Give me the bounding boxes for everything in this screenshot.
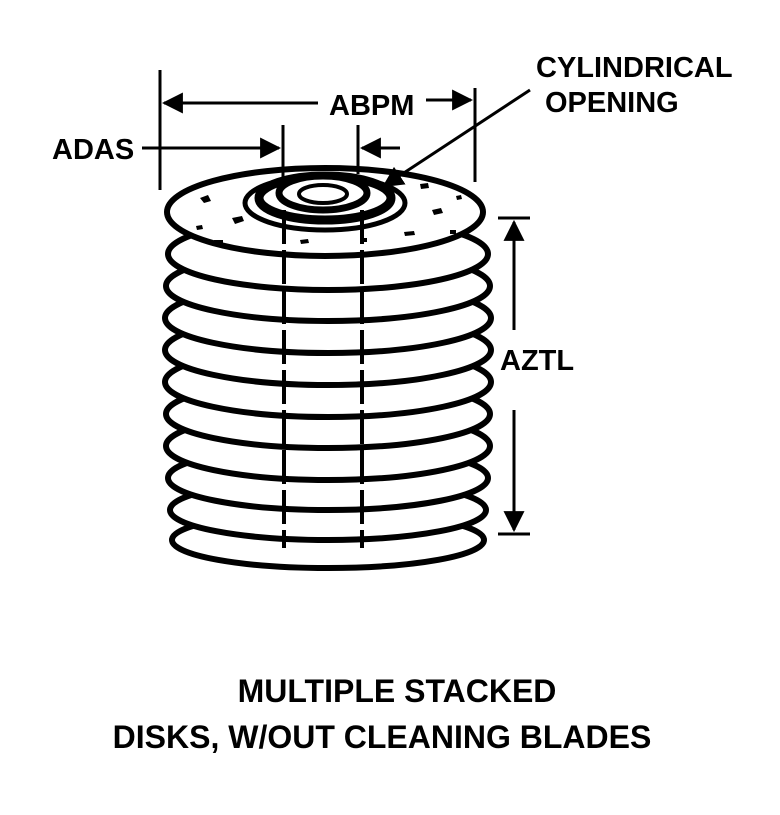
label-abpm: ABPM xyxy=(329,90,414,122)
label-cylindrical: CYLINDRICAL xyxy=(536,52,733,84)
bore-hidden-lines xyxy=(282,210,364,548)
caption-line-1: MULTIPLE STACKED xyxy=(238,673,557,709)
opening-leader xyxy=(382,88,531,188)
label-aztl: AZTL xyxy=(500,345,574,377)
aztl-dimension xyxy=(498,216,530,536)
caption-line-2: DISKS, W/OUT CLEANING BLADES xyxy=(113,719,652,755)
abpm-dimension xyxy=(158,70,477,190)
label-opening: OPENING xyxy=(545,87,679,119)
label-adas: ADAS xyxy=(52,134,134,166)
adas-dimension xyxy=(142,125,400,180)
hub xyxy=(242,171,408,233)
